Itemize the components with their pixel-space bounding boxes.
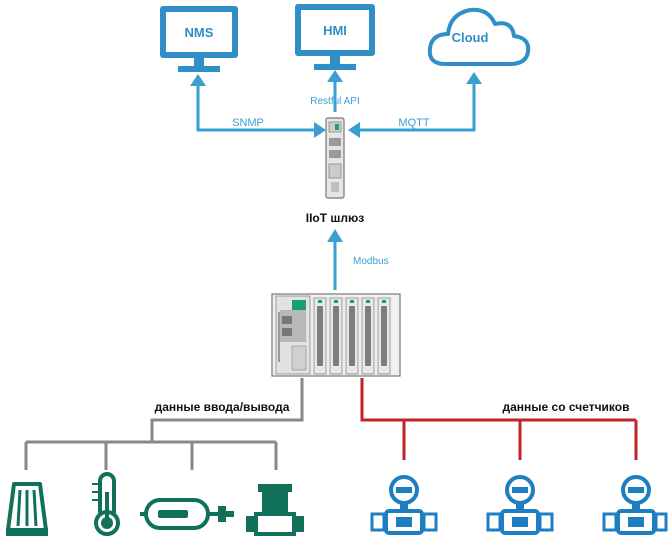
snmp-link: [196, 82, 318, 132]
nms-label: NMS: [185, 25, 214, 40]
mqtt-arrowhead: [466, 72, 482, 84]
hmi-node: HMI: [295, 4, 375, 70]
signal-tower-icon: [6, 482, 48, 536]
cloud-label: Cloud: [452, 30, 489, 45]
thermometer-icon: [92, 472, 120, 536]
modbus-connection: [327, 229, 343, 290]
flow-meter-icon: [602, 475, 668, 535]
gateway-label: IIoT шлюз: [306, 211, 365, 225]
restful-label: Restful API: [310, 96, 359, 107]
flow-meter-icon: [486, 475, 554, 535]
monitor-icon: [295, 4, 375, 70]
cloud-icon: [427, 7, 531, 66]
meter-bus: [360, 378, 638, 460]
modbus-arrowhead: [327, 229, 343, 242]
tank-sensor-icon: [140, 498, 234, 530]
hmi-label: HMI: [323, 23, 347, 38]
din-rail-gateway-icon: [325, 117, 345, 199]
modbus-label: Modbus: [353, 256, 389, 267]
cloud-node: Cloud: [427, 7, 531, 66]
flow-meter-icon: [370, 475, 438, 535]
snmp-arrowhead-gw: [314, 122, 326, 138]
restful-arrowhead: [327, 70, 343, 82]
snmp-arrowhead: [190, 74, 206, 86]
nms-node: NMS: [160, 6, 238, 72]
mqtt-link: [354, 80, 476, 132]
mqtt-arrowhead-gw: [348, 122, 360, 138]
meter-data-label: данные со счетчиков: [502, 400, 629, 414]
io-bus: [24, 378, 304, 470]
modular-io-controller-icon: [271, 293, 401, 377]
snmp-label: SNMP: [232, 117, 264, 129]
upper-connections: [190, 70, 482, 138]
io-data-label: данные ввода/вывода: [155, 400, 290, 414]
monitor-icon: [160, 6, 238, 72]
pump-icon: [246, 484, 304, 536]
mqtt-label: MQTT: [398, 117, 429, 129]
